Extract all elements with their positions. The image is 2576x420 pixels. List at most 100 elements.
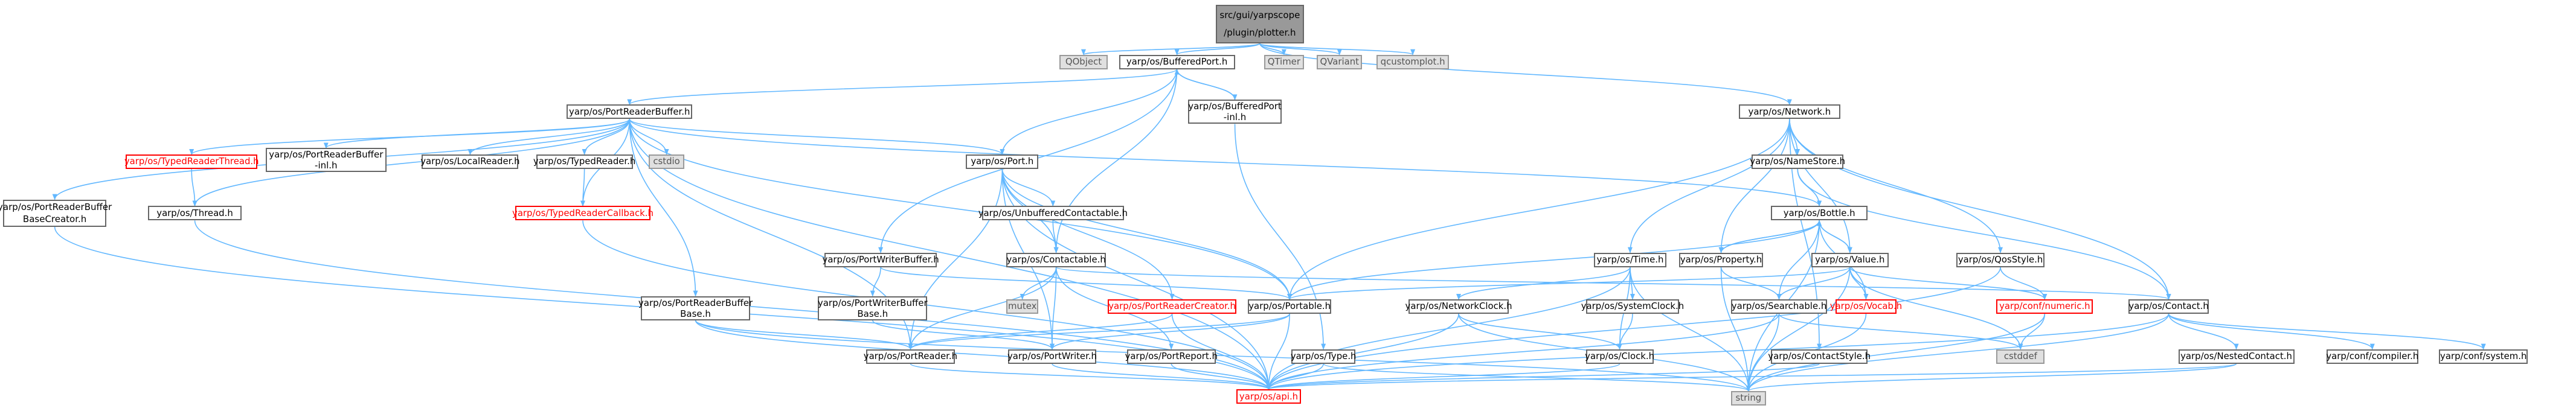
node-portreaderbuffer[interactable]: yarp/os/PortReaderBuffer.h bbox=[567, 104, 693, 119]
node-type[interactable]: yarp/os/Type.h bbox=[1291, 349, 1356, 364]
edge-networkclock-to-api bbox=[1266, 313, 1459, 390]
node-portreaderbuffer-base-creator[interactable]: yarp/os/PortReaderBuffer BaseCreator.h bbox=[0, 199, 112, 227]
node-bufferedport[interactable]: yarp/os/BufferedPort.h bbox=[1119, 54, 1235, 69]
node-value[interactable]: yarp/os/Value.h bbox=[1811, 252, 1889, 267]
edge-port-to-portreadercreator bbox=[1001, 168, 1175, 300]
edge-root-to-bufferedport bbox=[1174, 43, 1261, 56]
node-property[interactable]: yarp/os/Property.h bbox=[1679, 252, 1763, 267]
edge-root-to-qobject bbox=[1081, 43, 1261, 56]
edge-network-to-qosstyle bbox=[1789, 119, 2003, 253]
edge-portreport-to-api bbox=[1171, 363, 1271, 390]
node-port[interactable]: yarp/os/Port.h bbox=[966, 154, 1039, 169]
node-cstddef: cstddef bbox=[1996, 349, 2045, 364]
edge-clock-to-api bbox=[1266, 363, 1620, 390]
node-qvariant: QVariant bbox=[1317, 54, 1363, 69]
node-localreader[interactable]: yarp/os/LocalReader.h bbox=[420, 154, 520, 169]
node-contact[interactable]: yarp/os/Contact.h bbox=[2128, 299, 2209, 314]
edge-value-to-numeric bbox=[1849, 267, 2048, 300]
edge-contactable-to-portwriter bbox=[1049, 267, 1057, 350]
edge-port-to-portable bbox=[1001, 168, 1293, 300]
edge-typedreaderthread-to-thread bbox=[191, 168, 198, 207]
edge-namestore-to-contact bbox=[1797, 168, 2171, 300]
node-portreaderbuffer-inl[interactable]: yarp/os/PortReaderBuffer -inl.h bbox=[265, 148, 387, 173]
node-api: yarp/os/api.h bbox=[1236, 389, 1301, 404]
edge-network-to-time bbox=[1627, 119, 1790, 253]
node-contactstyle[interactable]: yarp/os/ContactStyle.h bbox=[1768, 349, 1871, 364]
node-nestedcontact[interactable]: yarp/os/NestedContact.h bbox=[2178, 349, 2295, 364]
edge-portreaderbuffer-to-typedreader bbox=[582, 119, 631, 155]
node-qosstyle[interactable]: yarp/os/QosStyle.h bbox=[1956, 252, 2045, 267]
edge-portreaderbuffer-to-portable bbox=[629, 119, 1293, 300]
edge-searchable-to-api bbox=[1266, 313, 1780, 390]
edge-portwriterbuffer-to-portable bbox=[880, 266, 1292, 300]
node-systemclock[interactable]: yarp/os/SystemClock.h bbox=[1581, 299, 1684, 314]
edge-contactable-to-portreader bbox=[908, 267, 1057, 350]
edge-portreaderbuffer-to-port bbox=[629, 118, 1005, 155]
node-networkclock[interactable]: yarp/os/NetworkClock.h bbox=[1405, 299, 1512, 314]
node-unbufferedcontactable[interactable]: yarp/os/UnbufferedContactable.h bbox=[978, 206, 1128, 221]
edge-portreadercreator-to-portreader bbox=[908, 313, 1173, 350]
edge-value-to-portable bbox=[1287, 266, 1851, 300]
edge-networkclock-to-clock bbox=[1458, 313, 1622, 350]
node-portwriterbuffer-base[interactable]: yarp/os/PortWriterBuffer Base.h bbox=[817, 296, 928, 320]
edge-portwriterbuffer-base-to-portwriter bbox=[872, 320, 1055, 350]
node-portwriterbuffer[interactable]: yarp/os/PortWriterBuffer.h bbox=[823, 252, 939, 267]
edge-portable-to-portwriter bbox=[1050, 313, 1290, 350]
edge-bufferedport-to-port bbox=[1000, 69, 1178, 155]
edge-network-to-property bbox=[1718, 119, 1790, 253]
node-vocab: yarp/os/Vocab.h bbox=[1830, 299, 1902, 314]
node-typedreader[interactable]: yarp/os/TypedReader.h bbox=[533, 154, 635, 169]
node-portable[interactable]: yarp/os/Portable.h bbox=[1247, 299, 1332, 314]
edge-portreaderbuffer-to-localreader bbox=[467, 119, 631, 155]
edge-value-to-cstddef bbox=[1849, 267, 2023, 350]
edge-contact-to-compiler bbox=[2168, 313, 2375, 350]
node-namestore[interactable]: yarp/os/NameStore.h bbox=[1750, 154, 1845, 169]
node-contactable[interactable]: yarp/os/Contactable.h bbox=[1006, 252, 1107, 267]
node-clock[interactable]: yarp/os/Clock.h bbox=[1585, 349, 1654, 364]
edge-network-to-contact bbox=[1789, 119, 2171, 300]
node-network[interactable]: yarp/os/Network.h bbox=[1738, 104, 1840, 119]
edge-nestedcontact-to-api bbox=[1267, 363, 2237, 390]
node-bottle[interactable]: yarp/os/Bottle.h bbox=[1771, 206, 1868, 221]
node-bufferedport-inl[interactable]: yarp/os/BufferedPort -inl.h bbox=[1188, 100, 1282, 124]
node-portreader[interactable]: yarp/os/PortReader.h bbox=[864, 349, 957, 364]
edge-portreaderbuffer-to-portreaderbuffer-inl bbox=[323, 118, 631, 149]
edge-time-to-api bbox=[1266, 267, 1631, 390]
edge-contact-to-api bbox=[1266, 313, 2170, 390]
node-string: string bbox=[1730, 391, 1767, 406]
edge-portreadercreator-to-api bbox=[1171, 313, 1271, 390]
edge-searchable-to-cstddef bbox=[1778, 313, 2023, 350]
node-portwriter[interactable]: yarp/os/PortWriter.h bbox=[1007, 349, 1097, 364]
edge-contactable-to-contact bbox=[1055, 266, 2171, 300]
edge-root-to-qvariant bbox=[1259, 43, 1342, 56]
edge-time-to-string bbox=[1630, 267, 1751, 392]
edge-value-to-searchable bbox=[1776, 267, 1851, 300]
node-system[interactable]: yarp/conf/system.h bbox=[2439, 349, 2528, 364]
edge-numeric-to-cstddef bbox=[2018, 313, 2046, 350]
node-searchable[interactable]: yarp/os/Searchable.h bbox=[1730, 299, 1828, 314]
node-portreadercreator: yarp/os/PortReaderCreator.h bbox=[1107, 299, 1237, 314]
edge-portable-to-api bbox=[1266, 313, 1290, 390]
edge-bottle-to-portable bbox=[1287, 220, 1820, 300]
node-portreaderbuffer-base[interactable]: yarp/os/PortReaderBuffer Base.h bbox=[638, 296, 753, 320]
edge-bufferedport-to-portreaderbuffer bbox=[627, 68, 1178, 106]
node-mutex: mutex bbox=[1006, 299, 1039, 314]
node-compiler[interactable]: yarp/conf/compiler.h bbox=[2326, 349, 2418, 364]
edge-numeric-to-string bbox=[1746, 313, 2046, 392]
edge-port-to-unbufferedcontactable bbox=[1001, 168, 1056, 207]
edge-searchable-to-string bbox=[1746, 313, 1780, 392]
node-qtimer: QTimer bbox=[1264, 54, 1305, 69]
node-thread[interactable]: yarp/os/Thread.h bbox=[148, 206, 242, 221]
edge-nestedcontact-to-string bbox=[1746, 363, 2237, 392]
edge-bufferedport-inl-to-bufferedport bbox=[1174, 68, 1236, 100]
edge-portreaderbuffer-base-to-portreader bbox=[695, 320, 913, 350]
edge-portreaderbuffer-to-portreaderbuffer-base bbox=[629, 119, 698, 297]
node-cstdio: cstdio bbox=[649, 154, 684, 169]
node-portreport[interactable]: yarp/os/PortReport.h bbox=[1125, 349, 1218, 364]
node-root[interactable]: src/gui/yarpscope /plugin/plotter.h bbox=[1215, 5, 1305, 43]
edge-portreader-to-api bbox=[910, 363, 1271, 390]
edge-systemclock-to-clock bbox=[1617, 313, 1633, 350]
edge-portreaderbuffer-to-thread bbox=[192, 119, 631, 207]
node-time[interactable]: yarp/os/Time.h bbox=[1593, 252, 1666, 267]
edge-bottle-to-searchable bbox=[1776, 220, 1820, 300]
